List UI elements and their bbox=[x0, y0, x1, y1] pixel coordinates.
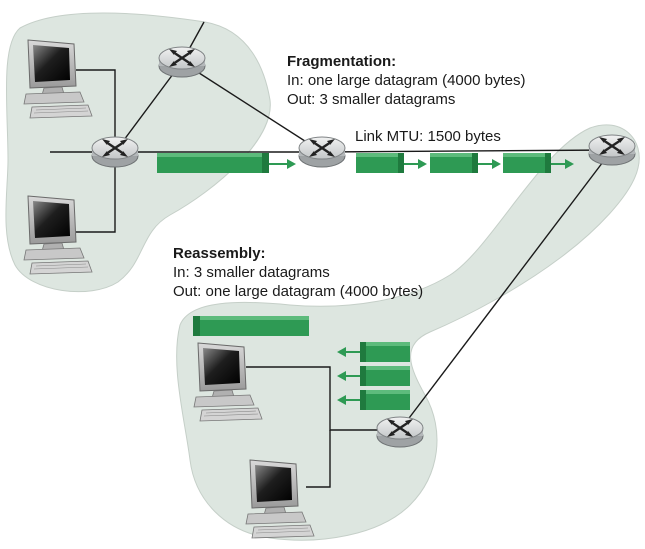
link-top-to-b bbox=[181, 61, 323, 153]
link-c-to-d bbox=[399, 149, 613, 431]
reassembly-title: Reassembly: bbox=[173, 245, 266, 262]
reassembly-in: In: 3 smaller datagrams bbox=[173, 264, 330, 281]
fragment-outgoing-1 bbox=[356, 153, 427, 173]
router-left bbox=[90, 135, 140, 169]
link-pc-reassembly-2 bbox=[306, 430, 331, 488]
router-right bbox=[587, 133, 637, 167]
fragmentation-title: Fragmentation: bbox=[287, 53, 397, 70]
subnet-region-right bbox=[176, 124, 640, 541]
link-pc-bottom-left bbox=[76, 152, 116, 233]
router-reassembly bbox=[375, 415, 425, 449]
fragment-incoming-1 bbox=[337, 342, 410, 362]
large-datagram-reassembled bbox=[193, 316, 309, 336]
router-middle bbox=[297, 135, 347, 169]
link-router-a-to-top bbox=[114, 61, 183, 153]
reassembly-out: Out: one large datagram (4000 bytes) bbox=[173, 283, 424, 300]
reassembly-label: Reassembly: In: 3 smaller datagrams Out:… bbox=[173, 244, 423, 301]
fragmentation-label: Fragmentation: In: one large datagram (4… bbox=[287, 52, 525, 109]
fragmentation-in: In: one large datagram (4000 bytes) bbox=[287, 72, 526, 89]
link-mtu-1500 bbox=[321, 149, 613, 153]
fragment-incoming-3 bbox=[337, 390, 410, 410]
fragment-outgoing-2 bbox=[430, 153, 501, 173]
fragment-outgoing-3 bbox=[503, 153, 574, 173]
router-top bbox=[157, 45, 207, 79]
link-pc-top-left bbox=[76, 69, 116, 152]
link-mtu-label: Link MTU: 1500 bytes bbox=[355, 128, 501, 145]
fragment-incoming-2 bbox=[337, 366, 410, 386]
fragmentation-out: Out: 3 smaller datagrams bbox=[287, 91, 456, 108]
link-pc-reassembly-1 bbox=[246, 366, 400, 431]
large-datagram-incoming bbox=[157, 153, 296, 173]
